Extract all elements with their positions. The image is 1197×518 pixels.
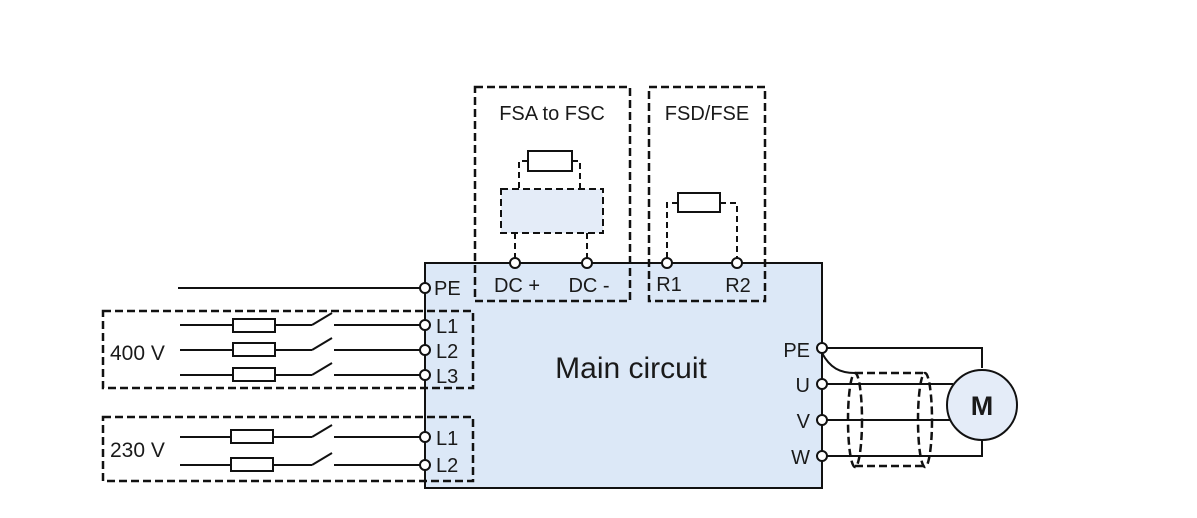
dc-minus-label: DC - [568,275,609,297]
l3-400-terminal [419,369,431,381]
motor-symbol [946,369,1018,441]
l1-400-terminal [419,319,431,331]
supply-400v-boundary [101,309,475,390]
dc-plus-terminal [509,257,521,269]
l2-400-fuse [232,342,276,357]
l2-400-label: L2 [436,341,458,363]
l2-230-switch [311,452,333,466]
l2-400-terminal [419,344,431,356]
v-output-label: V [797,411,811,433]
dc-minus-terminal [581,257,593,269]
w-output-terminal [816,450,828,462]
l1-230-label: L1 [436,428,458,450]
w-output-label: W [791,447,810,469]
l1-400-label: L1 [436,316,458,338]
v-output-terminal [816,414,828,426]
dc-resistor-lead-right [572,160,581,188]
r2-label: R2 [725,275,751,297]
w-output-wire [827,438,983,457]
main-circuit-label: Main circuit [555,352,707,385]
dc-plus-label: DC + [494,275,540,297]
r1-terminal [661,257,673,269]
pe-shield-lead [821,352,856,374]
pe-output-terminal [816,342,828,354]
pe-output-wire [827,347,983,368]
l1-230-terminal [419,431,431,443]
r-braking-resistor [677,192,721,213]
motor-label: M [971,391,994,421]
output-side: PE U V W M [783,340,1018,469]
l1-400-switch [311,312,333,326]
l1-230-fuse [230,429,274,444]
pe-input-terminal [419,282,431,294]
l2-230-fuse [230,457,274,472]
supply-400v-group: 400 V L1 L2 L3 [101,309,475,390]
l2-230-label: L2 [436,455,458,477]
dc-terminal-group: FSA to FSC DC + DC - [473,85,632,303]
l3-400-fuse [232,367,276,382]
shield-ring-left [846,371,864,469]
u-output-label: U [796,375,810,397]
supply-400v-label: 400 V [110,342,165,365]
supply-230v-label: 230 V [110,439,165,462]
pe-input-label: PE [434,278,461,300]
dc-braking-resistor [527,150,573,172]
l2-400-switch [311,337,333,351]
r-group-title: FSD/FSE [665,103,749,125]
dc-resistor-lead-left [518,160,528,188]
r-group-boundary [647,85,767,303]
shield-ring-right [916,371,934,469]
pe-output-label: PE [783,340,810,362]
r-terminal-group: FSD/FSE R1 R2 [647,85,767,303]
l1-230-switch [311,424,333,438]
u-output-terminal [816,378,828,390]
supply-230v-boundary [101,415,475,483]
l3-400-label: L3 [436,366,458,388]
dc-group-title: FSA to FSC [499,103,605,125]
l1-400-fuse [232,318,276,333]
l2-230-terminal [419,459,431,471]
r1-label: R1 [656,274,682,296]
l3-400-switch [311,362,333,376]
supply-230v-group: 230 V L1 L2 [101,415,475,483]
r2-lead [720,202,738,258]
r1-lead [666,202,678,258]
dc-group-boundary [473,85,632,303]
braking-module [500,188,604,234]
r2-terminal [731,257,743,269]
